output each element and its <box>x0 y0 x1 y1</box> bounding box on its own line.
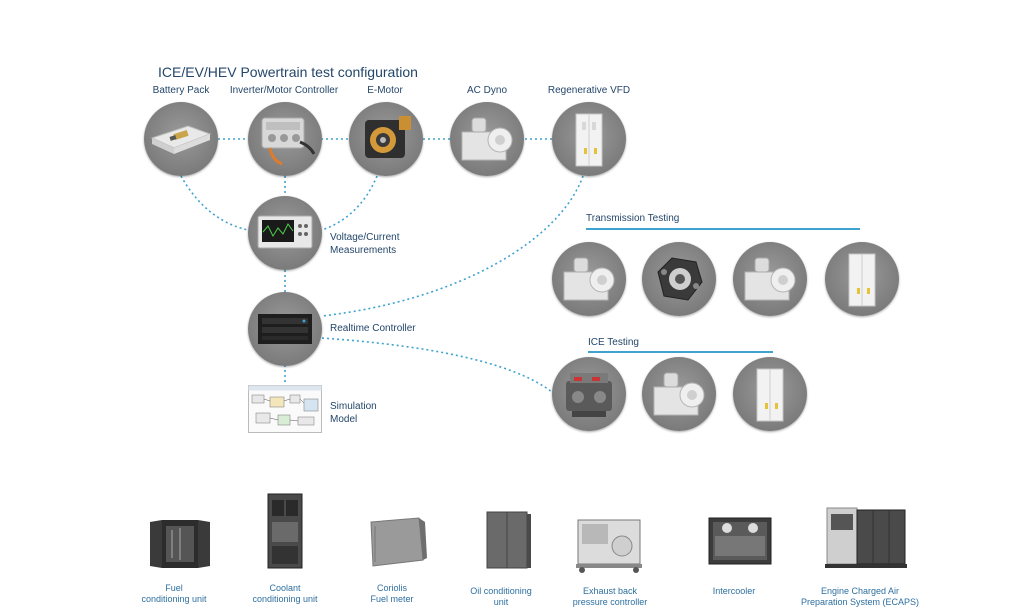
label-coriolis-fuel-meter: Coriolis Fuel meter <box>370 583 414 604</box>
label-ecaps: Engine Charged Air Preparation System (E… <box>800 586 920 607</box>
exhaust-back-pressure-controller <box>572 512 648 579</box>
oscilloscope-icon <box>257 215 313 249</box>
controller-chassis-icon <box>258 314 312 344</box>
label-fuel-conditioning: Fuel conditioning unit <box>141 583 207 604</box>
link-battery-measure <box>180 175 249 231</box>
engine-icon <box>566 373 612 417</box>
ice-vfd-node <box>733 357 807 431</box>
battery-pack-icon <box>150 125 212 154</box>
label-simulation-model: Simulation Model <box>330 401 377 425</box>
inverter-icon <box>261 117 316 166</box>
battery-pack-node <box>144 102 218 176</box>
transmission-dyno-2-node <box>733 242 807 316</box>
simulation-model-thumbnail <box>248 385 322 433</box>
vfd-node <box>552 102 626 176</box>
label-intercooler: Intercooler <box>712 586 756 596</box>
transmission-dyno-1-node <box>552 242 626 316</box>
ice-dyno-node <box>642 357 716 431</box>
ecaps-unit <box>823 502 909 577</box>
label-realtime-controller: Realtime Controller <box>330 323 416 334</box>
cabinet-open-icon <box>150 520 210 568</box>
label-coolant-conditioning: Coolant conditioning unit <box>252 583 318 604</box>
inverter-node <box>248 102 322 176</box>
realtime-controller-node <box>248 292 322 366</box>
coolant-conditioning-unit <box>260 492 310 577</box>
label-oil-conditioning: Oil conditioning unit <box>470 586 532 607</box>
vfd-cabinet-icon <box>575 113 603 167</box>
label-exhaust-back-pressure: Exhaust back pressure controller <box>572 586 648 607</box>
section-transmission-rule <box>586 228 860 230</box>
vfd-cabinet-icon <box>756 368 784 422</box>
link-emotor-measure <box>321 175 378 231</box>
emotor-node <box>349 102 423 176</box>
coriolis-fuel-meter <box>365 514 429 575</box>
transmission-vfd-node <box>825 242 899 316</box>
ac-dyno-icon <box>744 257 796 301</box>
label-emotor: E-Motor <box>367 85 403 96</box>
ac-dyno-icon <box>563 257 615 301</box>
measurements-node <box>248 196 322 270</box>
emotor-icon <box>365 116 411 158</box>
intercooler-icon <box>708 517 772 565</box>
oil-conditioning-unit <box>481 510 535 577</box>
section-ice-rule <box>588 351 773 353</box>
ac-dyno-icon <box>653 372 705 416</box>
ecaps-icon <box>825 507 907 568</box>
label-battery-pack: Battery Pack <box>152 85 210 96</box>
label-inverter: Inverter/Motor Controller <box>229 85 339 96</box>
ice-engine-node <box>552 357 626 431</box>
label-regenerative-vfd: Regenerative VFD <box>547 85 631 96</box>
ac-dyno-node <box>450 102 524 176</box>
label-ac-dyno: AC Dyno <box>466 85 508 96</box>
link-vfd-controller <box>321 175 584 317</box>
cabinet-closed-icon <box>486 511 531 569</box>
ac-dyno-icon <box>461 117 513 161</box>
tall-rack-icon <box>267 493 303 569</box>
page-title: ICE/EV/HEV Powertrain test configuration <box>158 64 418 80</box>
frame-unit-icon <box>576 519 642 573</box>
transmission-gearbox-node <box>642 242 716 316</box>
section-ice-title: ICE Testing <box>588 337 639 348</box>
gearbox-icon <box>657 257 703 301</box>
link-controller-ice <box>321 337 553 393</box>
vfd-cabinet-icon <box>848 253 876 307</box>
label-measurements: Voltage/Current Measurements <box>330 232 400 256</box>
simulation-diagram-icon <box>248 385 322 433</box>
wall-box-icon <box>370 517 427 567</box>
section-transmission-title: Transmission Testing <box>586 213 680 224</box>
intercooler <box>705 514 775 575</box>
fuel-conditioning-unit <box>148 516 212 577</box>
